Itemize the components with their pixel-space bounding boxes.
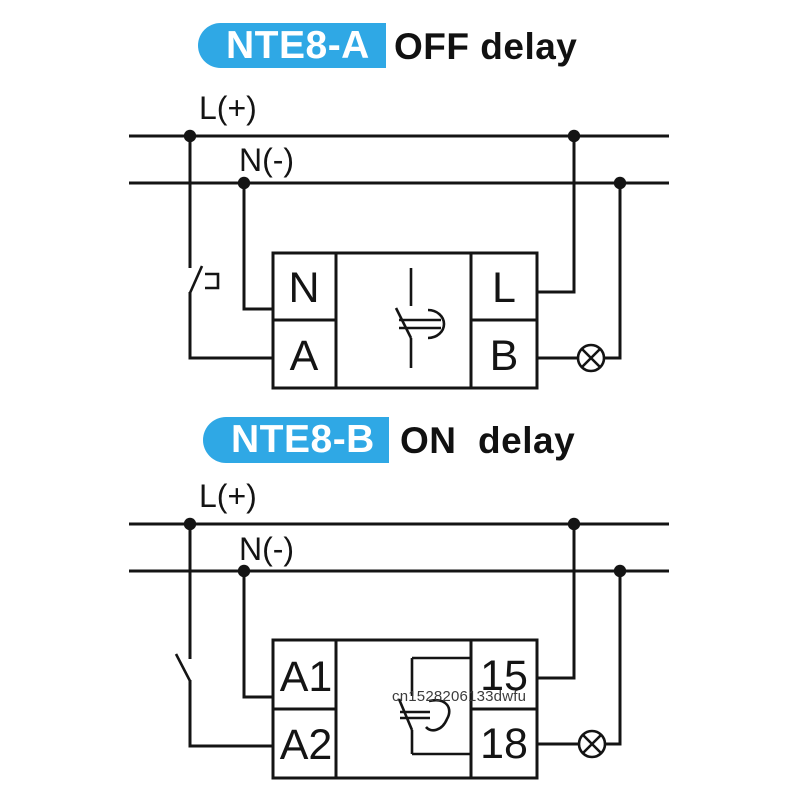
lamp-icon (577, 729, 607, 759)
junction-dot (237, 176, 251, 190)
l-bus-label-b: L(+) (199, 478, 257, 514)
push-button-switch-icon (188, 265, 220, 294)
lamp-to-n-bus-wire (605, 571, 622, 746)
on-delay-title: ON delay (400, 419, 576, 461)
diagram-b: L(+) N(-) A1 A2 15 18 (129, 478, 669, 780)
off-delay-contact-icon (394, 268, 446, 368)
junction-dot (237, 564, 251, 578)
junction-dots-a (183, 129, 627, 190)
junction-dot (567, 517, 581, 531)
relay-box-b-dividers (273, 640, 537, 778)
junction-dot (613, 176, 627, 190)
terminal-15-label: 15 (480, 652, 528, 700)
diagram-a: L(+) N(-) N A L B (129, 90, 669, 390)
terminal-18-label: 18 (480, 720, 528, 768)
lamp-to-n-bus-wire (604, 183, 622, 360)
n-bus-label-b: N(-) (239, 531, 294, 567)
n-bus-label-a: N(-) (239, 142, 294, 178)
model-badge-nte8a: NTE8-A (198, 23, 386, 68)
terminal-a2-label: A2 (280, 721, 333, 769)
junction-dot (613, 564, 627, 578)
n-bus-to-terminal-n-wire (242, 183, 273, 311)
on-delay-contact-icon (397, 656, 470, 756)
terminal-a1-label: A1 (280, 653, 333, 701)
junction-dot (183, 129, 197, 143)
lamp-icon (576, 343, 606, 373)
junction-dots-b (183, 517, 627, 578)
l-bus-label-a: L(+) (199, 90, 257, 126)
watermark-text: cn1528206133dwfu (392, 688, 527, 705)
off-delay-title: OFF delay (394, 25, 578, 67)
n-bus-to-terminal-a1-wire (242, 571, 273, 699)
terminal-b-label: B (490, 332, 519, 380)
terminal-a-label: A (290, 332, 319, 380)
junction-dot (183, 517, 197, 531)
terminal-n-label: N (288, 264, 319, 312)
switch-to-terminal-a-wire (188, 292, 273, 360)
terminal-15-to-bus-wire (537, 524, 576, 680)
relay-box-a-dividers (273, 253, 537, 388)
model-badge-nte8b: NTE8-B (203, 417, 389, 463)
switch-icon (174, 653, 192, 682)
terminal-l-to-bus-wire (537, 136, 576, 294)
junction-dot (567, 129, 581, 143)
terminal-l-label: L (492, 264, 516, 312)
switch-to-terminal-a2-wire (188, 680, 273, 748)
